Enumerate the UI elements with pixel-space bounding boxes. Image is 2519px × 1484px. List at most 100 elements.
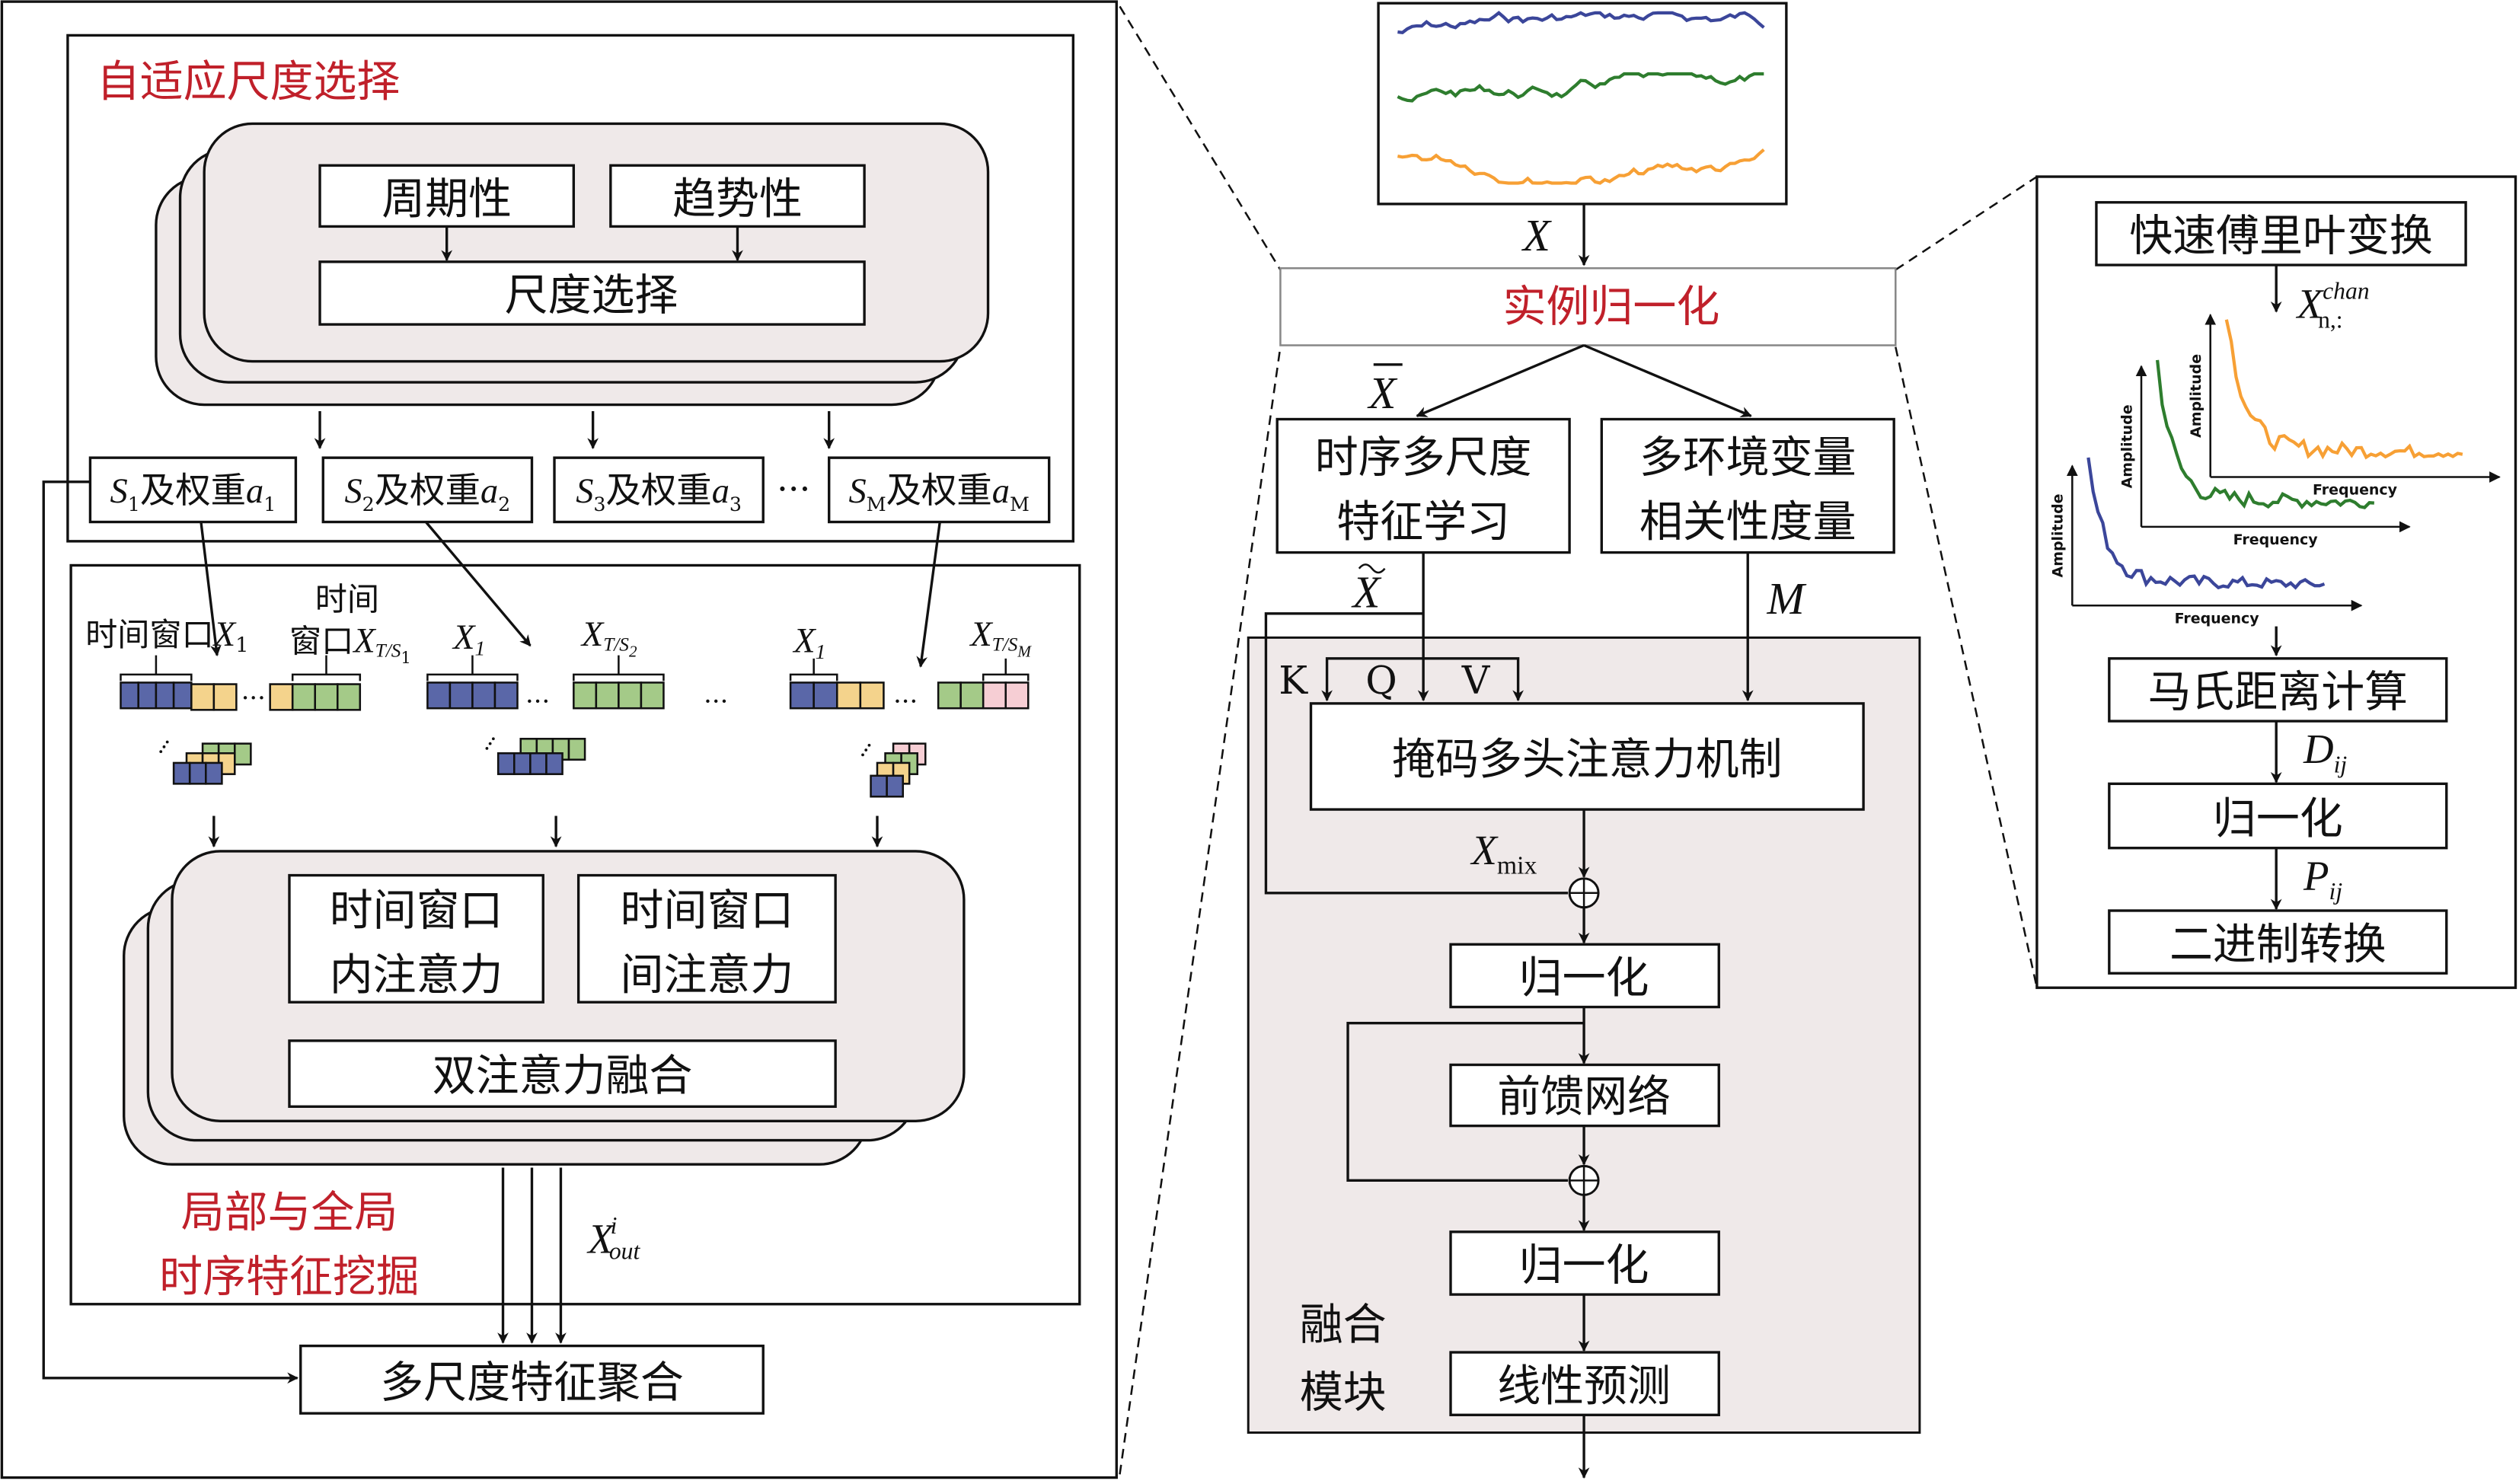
arrow: [916, 522, 941, 668]
window-cell: [640, 681, 665, 710]
scale-weight-box: [88, 456, 298, 524]
correlation-measure-box: [1600, 417, 1895, 554]
zoom-line: [1119, 5, 1282, 271]
inter-window-attention-box: [576, 873, 837, 1004]
residual-line-2: [1346, 1021, 1585, 1182]
x-mix-label: Xmix: [1470, 827, 1537, 880]
dot: [162, 745, 166, 748]
ellipsis: ···: [525, 686, 550, 716]
window-label-1: 时间窗口X1: [85, 615, 248, 657]
frequency-label: Frequency: [2175, 610, 2260, 627]
trend-label: 趋势性: [672, 174, 803, 225]
instance-norm-label: 实例归一化: [1503, 282, 1720, 332]
window-brace: [120, 655, 193, 681]
arrow: [1583, 343, 1752, 417]
inter-label-2: 间注意力: [621, 949, 794, 1000]
dot: [491, 737, 495, 741]
window-cell: [269, 683, 294, 711]
window-brace: [426, 655, 519, 681]
window-cell: [471, 681, 496, 710]
series-line: [1397, 72, 1764, 103]
tilde-accent: [1358, 563, 1386, 574]
intra-window-attention-box: [288, 873, 544, 1004]
arrow: [200, 522, 222, 657]
dot: [488, 742, 492, 745]
m-label: M: [1767, 573, 1807, 624]
dot: [861, 753, 864, 757]
window-cell: [172, 681, 193, 710]
x1-label-2: X1: [452, 618, 485, 659]
dual-attention-fusion-box: [288, 1039, 837, 1109]
x-bar-label: X: [1367, 368, 1397, 418]
q-label: Q: [1365, 658, 1397, 703]
dual-attention-fusion-label: 双注意力融合: [433, 1051, 693, 1101]
spectrum-line: [2086, 457, 2326, 590]
binary-conversion-box: [2108, 909, 2448, 975]
frequency-label: Frequency: [2233, 531, 2319, 548]
fusion-module-label-1: 融合: [1300, 1300, 1387, 1350]
arrow: [1416, 343, 1585, 417]
window-cell: [426, 681, 452, 710]
v-arrow: [1423, 657, 1524, 702]
periodicity-label: 周期性: [382, 174, 512, 225]
intra-label-1: 时间窗口: [330, 886, 503, 936]
window-cell: [959, 681, 985, 710]
instance-norm-box: [1279, 266, 1897, 346]
correlation-label-2: 相关性度量: [1639, 497, 1857, 547]
middle-pipeline: X 实例归一化 X 时序多尺度 特征学习 多环境变量 相关性度量 X M K Q…: [1247, 2, 1921, 1479]
norm-box-1: [1449, 943, 1720, 1009]
window-cell: [573, 681, 598, 710]
frequency-label: Frequency: [2313, 482, 2398, 499]
dot: [165, 740, 169, 744]
k-arrow: [1321, 657, 1424, 702]
window-cell: [336, 683, 362, 711]
window-label-2b: 窗口XT/S1: [289, 621, 411, 667]
window-cell: [190, 683, 216, 711]
window-cell: [233, 742, 252, 766]
mahalanobis-label: 马氏距离计算: [2147, 667, 2408, 717]
x-tilde-label: X: [1351, 566, 1381, 617]
window-cell: [1004, 681, 1030, 710]
intra-label-2: 内注意力: [330, 949, 503, 1000]
fusion-module-label-2: 模块: [1300, 1368, 1387, 1418]
window-cell: [545, 752, 564, 775]
window-cell: [789, 681, 815, 710]
window-cell: [813, 681, 838, 710]
input-series-lines: [1397, 11, 1765, 185]
zoom-line: [1895, 346, 2039, 988]
window-cell: [529, 752, 548, 775]
scale-select-box: [318, 260, 866, 326]
scale-weight-box: [553, 456, 765, 524]
window-cell: [835, 681, 862, 710]
dot: [867, 743, 871, 747]
multiscale-learning-box: [1275, 417, 1571, 554]
mining-title-2: 时序特征挖掘: [159, 1252, 420, 1302]
ellipsis: ···: [893, 686, 918, 716]
residual-line: [1264, 612, 1568, 895]
dot: [159, 750, 163, 754]
window-brace: [789, 658, 838, 681]
multiscale-aggregation-box: [299, 1344, 765, 1415]
dot: [485, 747, 489, 750]
window-cell: [212, 683, 238, 711]
input-series-plot: [1377, 2, 1788, 206]
ffn-label: 前馈网络: [1497, 1072, 1671, 1122]
d-ij-label: Dij: [2303, 726, 2347, 778]
window-cell: [859, 681, 885, 710]
masked-attention-label: 掩码多头注意力机制: [1392, 735, 1782, 785]
xtsm-label: XT/SM: [969, 615, 1032, 661]
multiscale-label-2: 特征学习: [1336, 497, 1510, 547]
add-icon: [1568, 1164, 1600, 1196]
norm-label-1: 归一化: [1519, 953, 1649, 1004]
normalize-box: [2108, 782, 2448, 850]
x1-label-3: X1: [792, 621, 825, 662]
v-label: V: [1461, 658, 1491, 703]
window-cell: [120, 681, 139, 710]
window-cell: [205, 761, 223, 785]
series-line: [1397, 148, 1765, 185]
fft-box: [2095, 201, 2467, 266]
